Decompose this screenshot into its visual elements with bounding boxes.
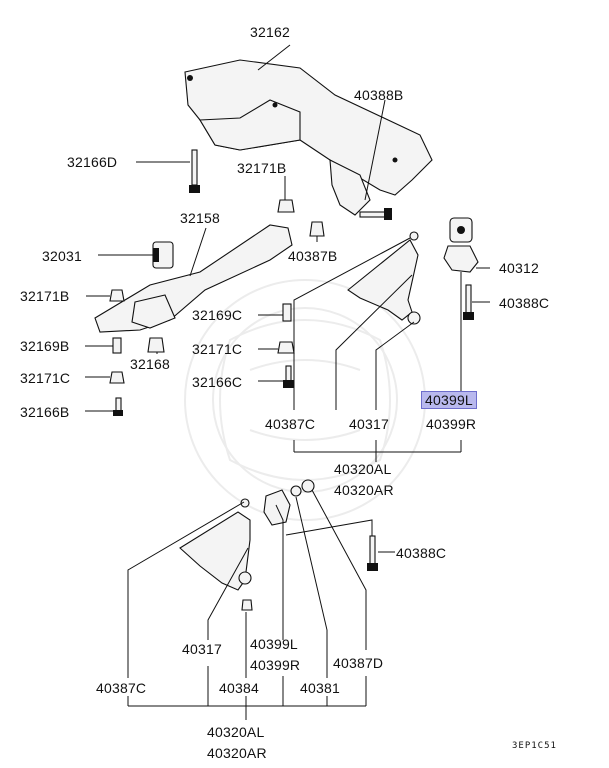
nut-40387B — [309, 221, 325, 237]
bolt-40388C — [367, 535, 378, 571]
label-40320AR-top: 40320AR — [334, 482, 394, 498]
bolt-40388C-top — [463, 284, 474, 320]
label-32031: 32031 — [42, 248, 82, 264]
bolt-32166B — [113, 397, 123, 416]
collar-32169B — [112, 337, 122, 354]
label-40387B: 40387B — [288, 248, 338, 264]
collar-32169C — [282, 303, 292, 322]
rear-crossmember — [94, 224, 293, 333]
lower-arm-upper-view — [347, 231, 421, 325]
label-40320AL-top: 40320AL — [334, 461, 392, 477]
label-32166C: 32166C — [192, 374, 243, 390]
label-40399R: 40399R — [250, 657, 301, 673]
bolt-40388B — [359, 208, 392, 220]
label-32158: 32158 — [180, 210, 220, 226]
nut-32171B — [109, 289, 125, 302]
diagram-code: 3EP1C51 — [512, 741, 557, 751]
label-40388C: 40388C — [396, 545, 447, 561]
label-40388B: 40388B — [354, 87, 404, 103]
leader-lines — [85, 44, 490, 720]
bushing-40399 — [443, 217, 479, 273]
label-40387C-top: 40387C — [265, 416, 316, 432]
label-40320AR: 40320AR — [207, 745, 267, 761]
label-32166B: 32166B — [20, 404, 70, 420]
label-40388C-top: 40388C — [499, 295, 550, 311]
label-32166D: 32166D — [67, 154, 118, 170]
label-40320AL: 40320AL — [207, 724, 265, 740]
label-40399L-highlighted[interactable]: 40399L — [421, 391, 477, 409]
nut-32171B-top — [277, 199, 295, 213]
label-40399L: 40399L — [250, 636, 298, 652]
label-40384: 40384 — [219, 680, 259, 696]
nut-32171C-mid — [277, 341, 295, 354]
crossmember-subframe — [184, 59, 433, 216]
label-40387D: 40387D — [333, 655, 384, 671]
label-40381: 40381 — [300, 680, 340, 696]
label-32171C: 32171C — [20, 370, 71, 386]
label-40399R-top: 40399R — [426, 416, 477, 432]
label-40387C: 40387C — [96, 680, 147, 696]
bolt-32166D — [189, 149, 200, 193]
label-40317-top: 40317 — [349, 416, 389, 432]
label-40317: 40317 — [182, 641, 222, 657]
label-32168: 32168 — [130, 356, 170, 372]
nut-40384 — [241, 599, 253, 611]
label-32162: 32162 — [250, 24, 290, 40]
label-32171B: 32171B — [20, 288, 70, 304]
label-32171B-top: 32171B — [237, 160, 287, 176]
label-32171C-mid: 32171C — [192, 341, 243, 357]
nut-32171C — [109, 371, 125, 384]
label-32169B: 32169B — [20, 338, 70, 354]
bushing-32031 — [152, 241, 174, 269]
label-40312: 40312 — [499, 260, 539, 276]
bushing-32168 — [147, 337, 165, 353]
lower-arm-lower-view — [179, 479, 315, 591]
bolt-32166C — [283, 365, 294, 388]
label-32169C: 32169C — [192, 307, 243, 323]
